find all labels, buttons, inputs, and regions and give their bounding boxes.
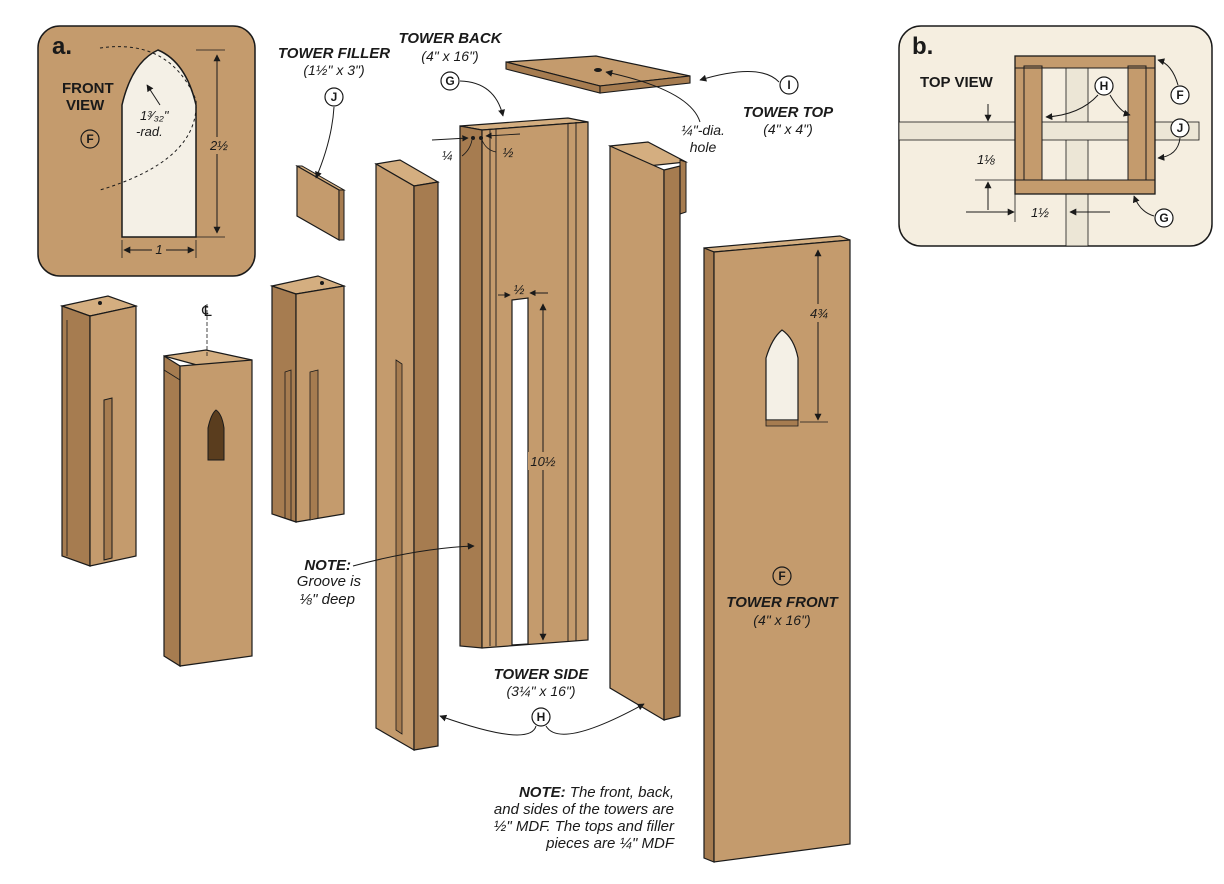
hole-label-line1: ¼"-dia. xyxy=(681,122,725,138)
tower-front-name: TOWER FRONT xyxy=(726,594,839,611)
tower-side-right xyxy=(607,141,689,722)
detail-b-dim-width: 1½ xyxy=(1031,205,1049,220)
material-note-line1-rest: The front, back, xyxy=(566,784,674,801)
detail-b-title: TOP VIEW xyxy=(920,74,994,91)
tower-side-name: TOWER SIDE xyxy=(494,666,590,683)
detail-b-dim-depth: 1⅛ xyxy=(977,152,995,167)
window-from-top-label: 4¾ xyxy=(810,306,828,321)
material-note-line1: NOTE: The front, back, xyxy=(519,784,674,801)
arch-window-shape xyxy=(121,49,197,238)
tower-side-size: (3¼" x 16") xyxy=(506,683,575,699)
detail-b-part-j: J xyxy=(1177,121,1184,135)
tower-side-left xyxy=(374,159,440,752)
tower-front-window xyxy=(765,329,799,421)
material-note-line4: pieces are ¼" MDF xyxy=(545,835,675,852)
detail-b-part-f: F xyxy=(1176,88,1183,102)
assembled-tower-1 xyxy=(59,295,139,567)
detail-b-part-h: H xyxy=(1100,79,1109,93)
groove-note-head: NOTE: xyxy=(304,557,351,574)
tower-front-letter: F xyxy=(778,569,785,583)
tower-filler-name: TOWER FILLER xyxy=(278,45,390,62)
material-note-head: NOTE: xyxy=(519,784,566,801)
tower-back-letter: G xyxy=(445,74,454,88)
tower-2-window xyxy=(207,409,225,461)
groove-width-label: ½ xyxy=(503,145,514,160)
tower-filler-piece xyxy=(295,164,346,242)
material-note-line3: ½" MDF. The tops and filler xyxy=(494,818,675,835)
centerline-symbol: ℄ xyxy=(201,302,212,320)
assembled-tower-2: ℄ xyxy=(163,302,253,668)
detail-b-part-g: G xyxy=(1159,211,1168,225)
tower-top-piece xyxy=(505,55,691,94)
tower-side-letter: H xyxy=(537,710,546,724)
detail-a-front-view: a. FRONT VIEW F 1³⁄₃₂" -rad. 2½ 1 xyxy=(37,25,256,277)
tower-front-size: (4" x 16") xyxy=(753,612,810,628)
detail-b-letter: b. xyxy=(912,33,933,60)
detail-a-part-letter: F xyxy=(86,132,93,146)
detail-a-title-line1: FRONT xyxy=(62,80,114,97)
tower-back-size: (4" x 16") xyxy=(421,48,478,64)
radius-leader xyxy=(146,84,161,106)
assembled-tower-3 xyxy=(269,275,347,523)
radius-label-line2: -rad. xyxy=(136,124,163,139)
radius-label-line1: 1³⁄₃₂" xyxy=(140,108,170,123)
detail-a-letter: a. xyxy=(52,33,72,60)
tower-filler-letter: J xyxy=(331,90,338,104)
tower-filler-size: (1½" x 3") xyxy=(303,62,364,78)
slot-width-label: ½ xyxy=(514,282,525,297)
detail-b-top-view: b. TOP VIEW H F J G 1⅛ xyxy=(898,25,1213,247)
slot-length-label: 10½ xyxy=(530,454,555,469)
tower-back-piece xyxy=(459,117,589,649)
detail-a-title-line2: VIEW xyxy=(66,97,105,114)
tower-front-piece xyxy=(703,235,851,863)
width-label: 1 xyxy=(155,242,162,257)
tower-top-letter: I xyxy=(787,78,790,92)
tower-top-size: (4" x 4") xyxy=(763,121,813,137)
hole-label-line2: hole xyxy=(690,139,717,155)
groove-note-line1: Groove is xyxy=(297,573,362,590)
height-label: 2½ xyxy=(209,138,228,153)
tower-back-name: TOWER BACK xyxy=(398,30,502,47)
groove-offset-label: ¼ xyxy=(442,148,453,163)
tower-top-hole xyxy=(594,68,602,72)
tower-back-slot xyxy=(511,297,529,646)
tower-top-name: TOWER TOP xyxy=(743,104,834,121)
material-note-line2: and sides of the towers are xyxy=(494,801,674,818)
detail-a-part-circle xyxy=(80,129,100,149)
groove-note-line2: ⅛" deep xyxy=(300,591,355,608)
